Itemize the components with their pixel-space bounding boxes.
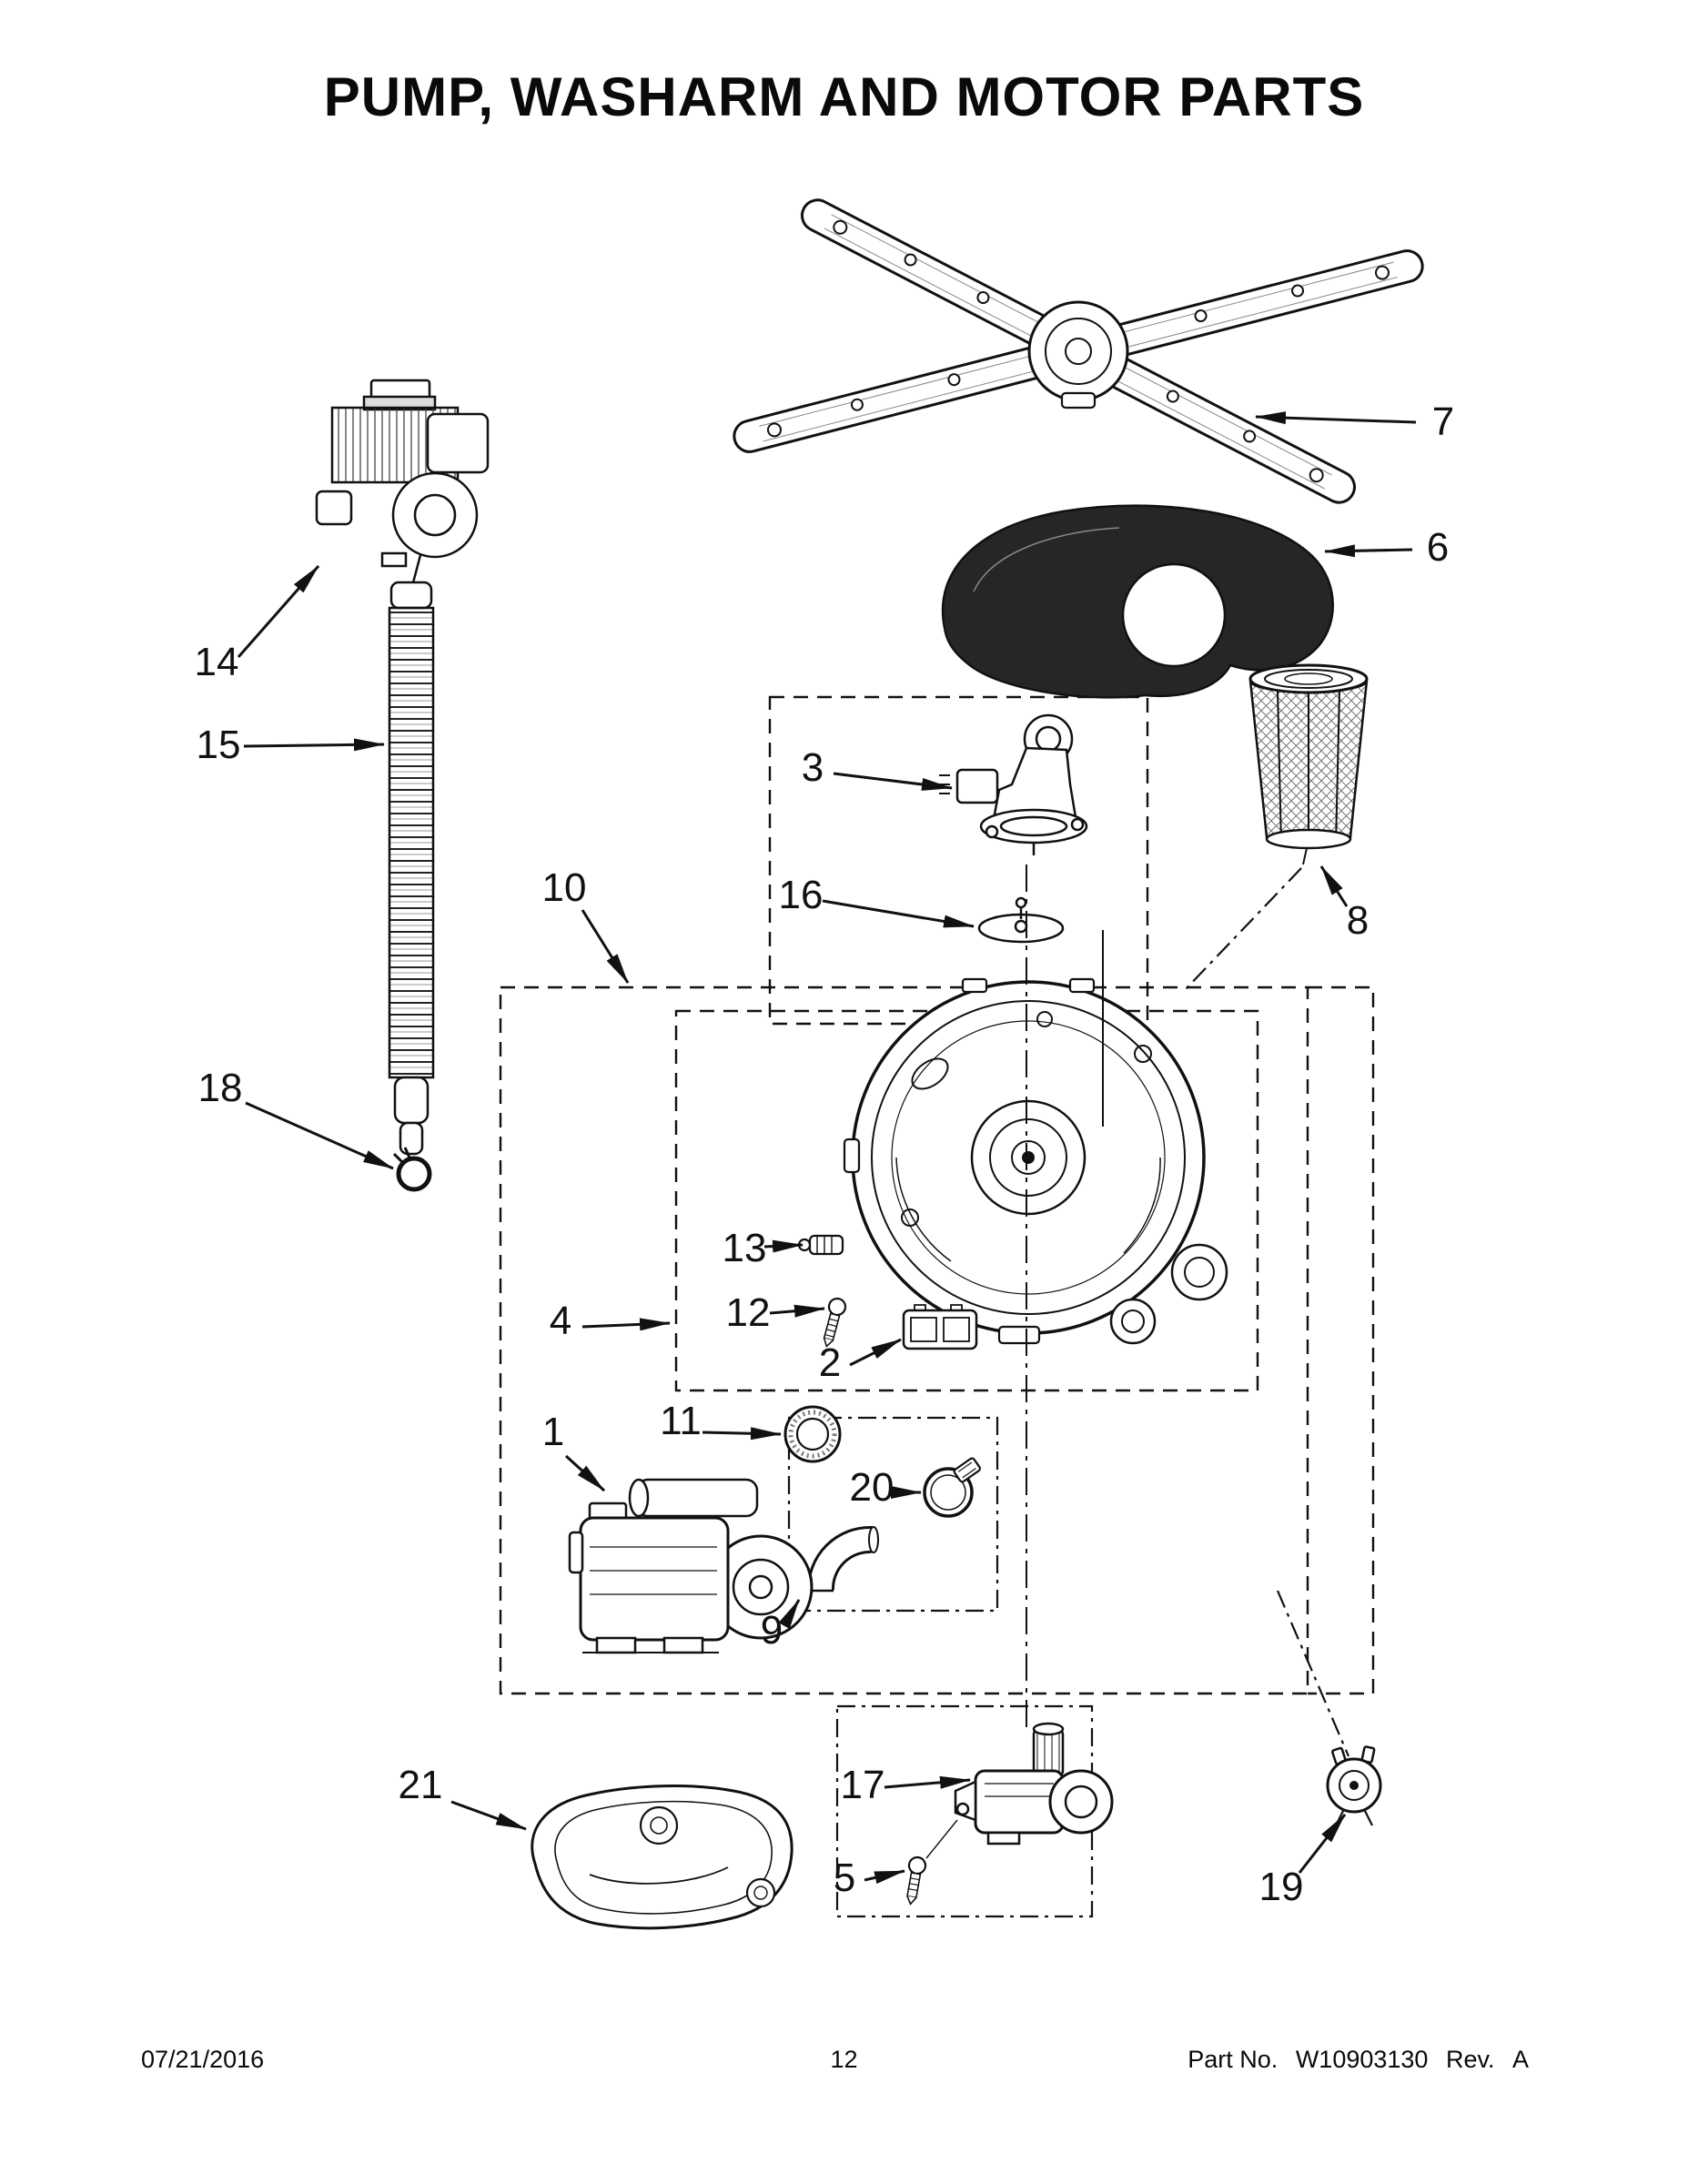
leader-arrow-19 xyxy=(1298,1814,1347,1874)
callout-14: 14 xyxy=(195,640,239,684)
page-title: PUMP, WASHARM AND MOTOR PARTS xyxy=(323,66,1365,127)
part-8-filter-basket xyxy=(1248,663,1369,865)
leader-arrow-17 xyxy=(884,1775,971,1789)
callout-11: 11 xyxy=(660,1399,702,1443)
dashed-box-seal-kit xyxy=(787,1416,999,1613)
callout-15: 15 xyxy=(197,723,241,767)
leader-arrow-15 xyxy=(243,738,385,752)
leader-arrow-10 xyxy=(581,909,630,984)
leader-arrow-14 xyxy=(237,565,320,658)
leader-arrow-18 xyxy=(245,1101,394,1170)
dashed-box-check-valve xyxy=(768,695,1149,1026)
callout-16: 16 xyxy=(779,873,824,917)
part-14-pump-motor xyxy=(315,379,490,591)
leader-arrows xyxy=(237,411,1417,1885)
leader-arrow-4 xyxy=(581,1318,671,1331)
leader-arrow-2 xyxy=(849,1338,902,1367)
part-3-check-valve xyxy=(939,713,1088,855)
leader-arrow-12 xyxy=(769,1304,825,1318)
part-19-sensor xyxy=(1326,1745,1382,1826)
dashed-box-pump-group xyxy=(499,986,1309,1695)
filter-connector-line xyxy=(1184,867,1302,991)
part-11-grommet xyxy=(783,1405,842,1463)
part-7-spray-arm xyxy=(733,198,1424,504)
callout-10: 10 xyxy=(542,865,587,910)
leader-arrow-3 xyxy=(833,772,953,791)
leader-arrow-6 xyxy=(1324,544,1413,558)
callout-12: 12 xyxy=(726,1290,771,1335)
callout-labels: 7 6 14 15 18 3 16 8 10 4 13 12 2 11 20 9… xyxy=(195,399,1455,1909)
callout-9: 9 xyxy=(761,1608,783,1653)
callout-21: 21 xyxy=(399,1763,443,1807)
callout-18: 18 xyxy=(198,1066,243,1110)
callout-2: 2 xyxy=(819,1340,841,1385)
footer-part-label: Part No. xyxy=(1188,2046,1279,2073)
part-2-connector xyxy=(902,1304,978,1350)
leader-arrow-16 xyxy=(822,899,975,928)
part-9-elbow-hose xyxy=(806,1525,879,1592)
leader-arrow-9 xyxy=(778,1599,801,1630)
leader-arrow-13 xyxy=(763,1239,804,1253)
part-sump-assembly xyxy=(843,977,1228,1345)
part-6-deflector-plate xyxy=(941,504,1334,699)
leader-arrow-11 xyxy=(702,1427,782,1441)
callout-19: 19 xyxy=(1259,1865,1304,1909)
leader-arrow-7 xyxy=(1255,411,1417,425)
footer-part-value: W10903130 xyxy=(1295,2046,1429,2073)
leader-arrow-21 xyxy=(450,1800,527,1831)
callout-5: 5 xyxy=(834,1855,855,1900)
sensor-connector-line xyxy=(1276,1590,1350,1757)
part-17-drain-pump xyxy=(925,1722,1114,1859)
callout-6: 6 xyxy=(1427,525,1449,570)
dashed-box-right-extension xyxy=(1308,986,1375,1695)
callout-13: 13 xyxy=(723,1226,767,1270)
footer-page-number: 12 xyxy=(830,2046,858,2073)
callout-7: 7 xyxy=(1432,399,1454,444)
callout-1: 1 xyxy=(542,1410,564,1454)
callout-3: 3 xyxy=(802,745,824,790)
callout-20: 20 xyxy=(850,1465,895,1510)
part-12-screw xyxy=(823,1297,847,1348)
part-5-screw xyxy=(906,1855,927,1906)
callout-4: 4 xyxy=(550,1299,571,1343)
part-15-drain-hose xyxy=(388,581,435,1156)
leader-arrow-5 xyxy=(864,1869,905,1885)
part-16-seal-disc xyxy=(977,896,1065,944)
part-13-clip xyxy=(797,1234,844,1256)
footer-rev-label: Rev. xyxy=(1445,2046,1495,2073)
footer-date: 07/21/2016 xyxy=(141,2046,265,2073)
part-20-hose-clamp xyxy=(923,1457,981,1518)
footer-part-number: Part No. W10903130 Rev. A xyxy=(1188,2046,1529,2074)
part-21-base-pad xyxy=(531,1784,793,1930)
leader-arrow-8 xyxy=(1319,865,1349,907)
callout-8: 8 xyxy=(1347,898,1369,943)
footer-rev-value: A xyxy=(1511,2046,1529,2073)
callout-17: 17 xyxy=(841,1763,885,1807)
leader-arrow-1 xyxy=(564,1454,606,1492)
part-18-hose-clamp xyxy=(392,1147,432,1192)
